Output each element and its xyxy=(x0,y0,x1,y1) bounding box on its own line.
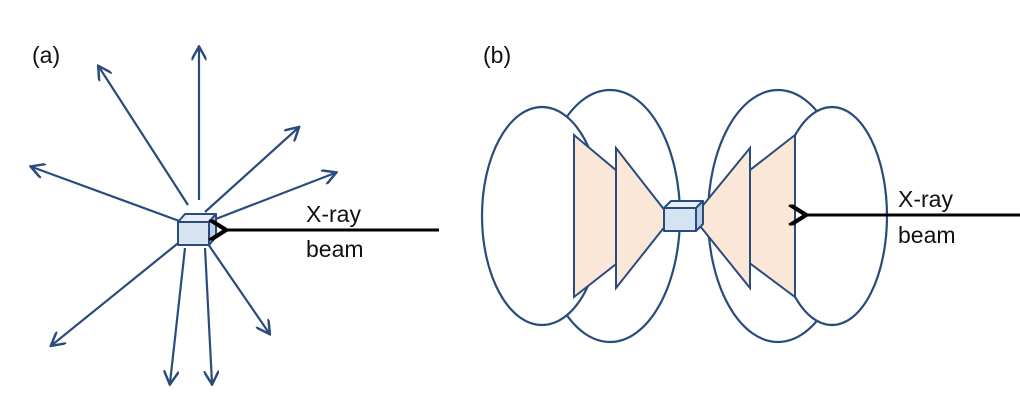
ray-up-left xyxy=(99,67,189,206)
ray-down-1 xyxy=(170,247,187,383)
scattered-rays xyxy=(32,48,335,383)
panel-a-label: (a) xyxy=(32,42,60,68)
crystal-b xyxy=(663,200,704,232)
ray-up-right xyxy=(204,128,298,213)
ray-left xyxy=(32,167,183,224)
ray-down-2 xyxy=(205,247,212,383)
crystal-a xyxy=(177,213,217,246)
panel-b-label: (b) xyxy=(483,42,511,68)
ray-right xyxy=(207,173,335,224)
panel-b: (b) X-ray beam xyxy=(480,42,1020,344)
beam-label-a-line1: X-ray xyxy=(306,201,361,227)
beam-label-b-line2: beam xyxy=(898,222,956,248)
beam-label-a-line2: beam xyxy=(306,236,364,262)
panel-a: (a) X-ray beam xyxy=(32,42,439,383)
ray-down-left xyxy=(52,239,183,345)
beam-label-b-line1: X-ray xyxy=(898,186,953,212)
ray-down-right xyxy=(207,243,269,333)
